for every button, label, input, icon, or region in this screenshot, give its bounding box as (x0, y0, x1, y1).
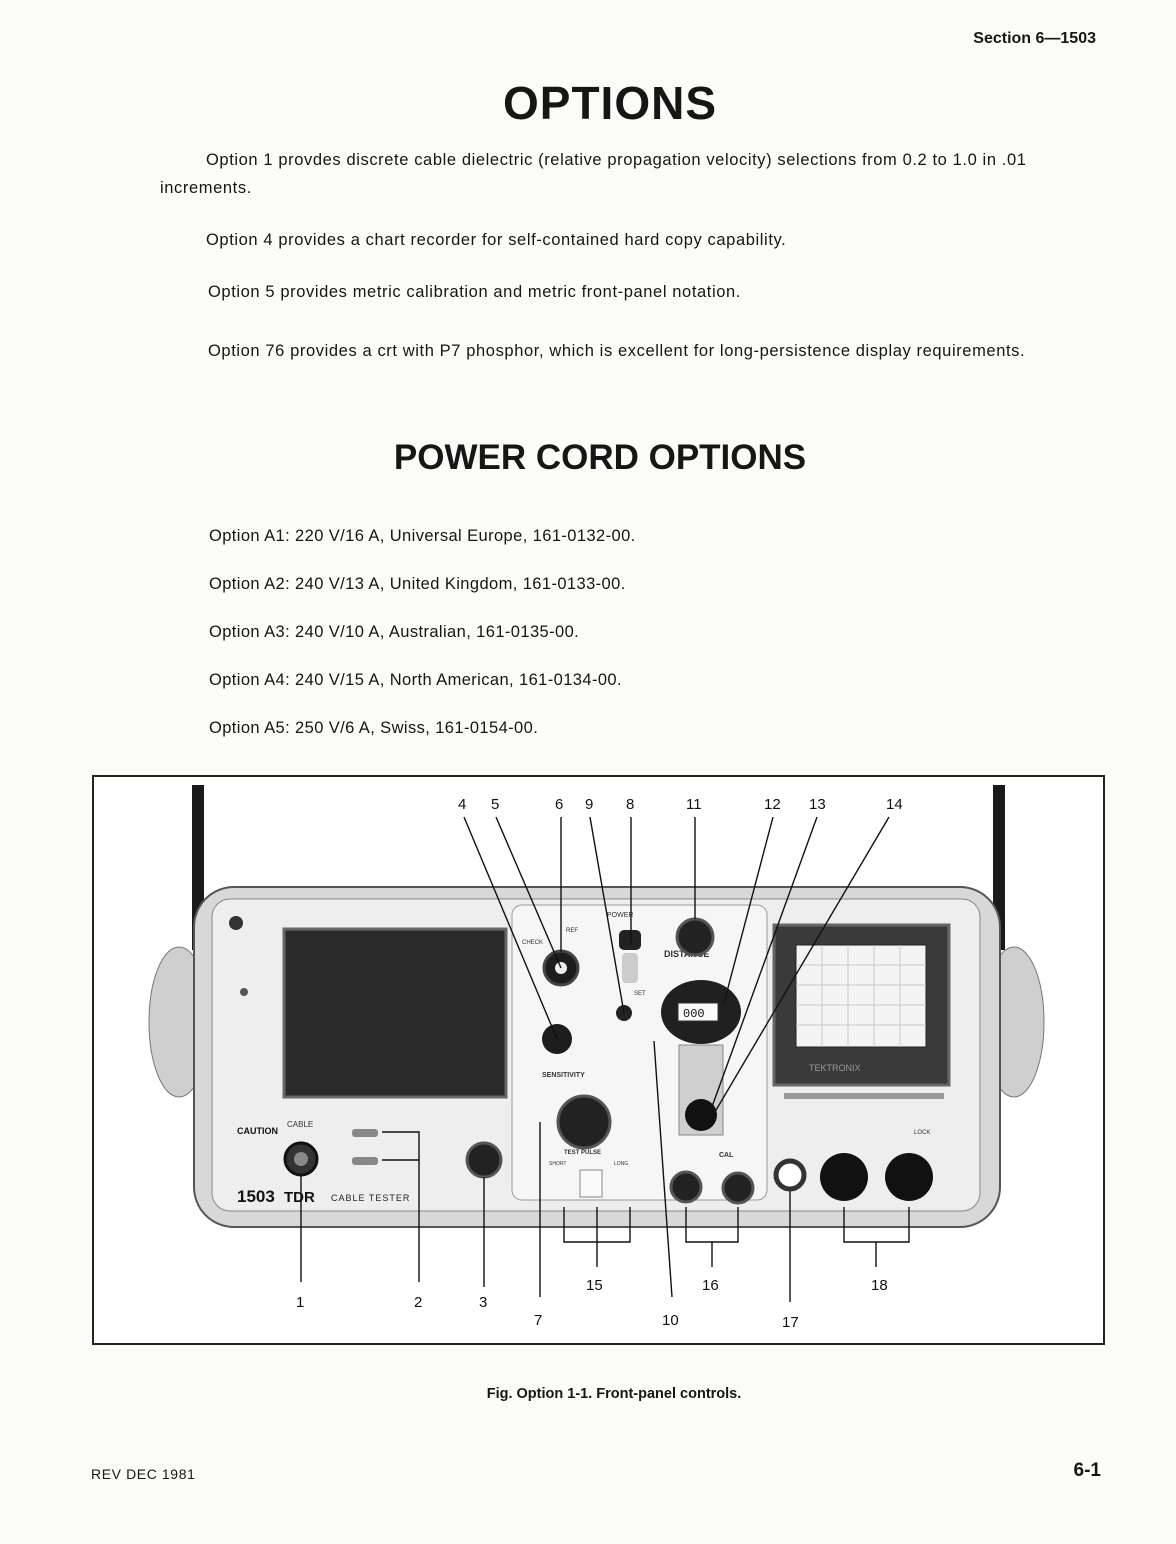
switch-lower (352, 1157, 378, 1165)
left-crt-window (282, 927, 508, 1099)
callout-16: 16 (702, 1277, 719, 1294)
brand-label: TEKTRONIX (809, 1063, 861, 1073)
lock-label: LOCK (914, 1130, 930, 1136)
sensitivity-knob (556, 1094, 612, 1150)
power-label: POWER (607, 912, 633, 919)
page-number: 6-1 (1073, 1460, 1101, 1481)
power-cord-option-a3: Option A3: 240 V/10 A, Australian, 161-0… (209, 623, 580, 641)
test-pulse-label: TEST PULSE (564, 1150, 601, 1156)
knob-16a (669, 1170, 703, 1204)
power-cord-title: POWER CORD OPTIONS (393, 438, 807, 477)
option-5-paragraph: Option 5 provides metric calibration and… (208, 283, 741, 301)
cable-label: CABLE (287, 1120, 313, 1129)
callout-8: 8 (626, 796, 634, 813)
figure-caption: Fig. Option 1-1. Front-panel controls. (486, 1386, 742, 1402)
knob-3 (465, 1141, 503, 1179)
short-label: SHORT (549, 1161, 566, 1167)
callout-15: 15 (586, 1277, 603, 1294)
callout-14: 14 (886, 796, 903, 813)
leader-lines (300, 816, 910, 1302)
power-button (619, 930, 641, 950)
check-label: CHECK (522, 940, 543, 946)
long-label: LONG (614, 1161, 628, 1167)
section-header: Section 6—1503 (973, 30, 1096, 47)
callout-10: 10 (662, 1312, 679, 1329)
power-cord-option-a5: Option A5: 250 V/6 A, Swiss, 161-0154-00… (209, 719, 539, 737)
crt-graticule (796, 945, 926, 1047)
cable-connector-center (294, 1152, 308, 1166)
sensitivity-label: SENSITIVITY (542, 1072, 585, 1079)
revision-date: REV DEC 1981 (91, 1466, 196, 1482)
set-label: SET (634, 991, 646, 997)
front-panel-figure: CAUTION CABLE 1503 TDR CABLE TESTER CHEC… (92, 775, 1105, 1345)
cable-tester-label: CABLE TESTER (331, 1193, 410, 1203)
callout-2: 2 (414, 1294, 422, 1311)
recorder-slot (784, 1093, 944, 1099)
callout-6: 6 (555, 796, 563, 813)
panel-screw-icon (240, 988, 248, 996)
distance-counter (677, 1002, 719, 1022)
right-crt-screen (795, 944, 927, 1048)
front-panel-drawing: CAUTION CABLE 1503 TDR CABLE TESTER CHEC… (148, 785, 1045, 1331)
callout-3: 3 (479, 1294, 487, 1311)
options-title: OPTIONS (502, 77, 718, 129)
tdr-label: TDR (284, 1189, 315, 1206)
callout-4: 4 (458, 796, 466, 813)
knob-18b (885, 1153, 933, 1201)
knob-13 (685, 1099, 717, 1131)
callout-9: 9 (585, 796, 593, 813)
ref-label: REF (566, 928, 578, 934)
knob-18a (820, 1153, 868, 1201)
callout-12: 12 (764, 796, 781, 813)
option-1-paragraph: Option 1 provdes discrete cable dielectr… (160, 151, 1027, 197)
callout-13: 13 (809, 796, 826, 813)
logo-mark-icon (229, 916, 243, 930)
distance-counter-value: 000 (683, 1007, 705, 1021)
cal-label: CAL (719, 1152, 734, 1159)
caution-label: CAUTION (237, 1126, 278, 1136)
callout-7: 7 (534, 1312, 542, 1329)
switch-upper (352, 1129, 378, 1137)
power-cord-option-a4: Option A4: 240 V/15 A, North American, 1… (209, 671, 622, 689)
knob-17 (773, 1158, 807, 1192)
model-number: 1503 (237, 1187, 275, 1206)
callout-18: 18 (871, 1277, 888, 1294)
test-pulse-switch (579, 1169, 603, 1198)
power-switch-track (622, 953, 638, 983)
callout-17: 17 (782, 1314, 799, 1331)
power-cord-option-a1: Option A1: 220 V/16 A, Universal Europe,… (209, 527, 636, 545)
knob-11 (675, 917, 715, 957)
power-cord-option-a2: Option A2: 240 V/13 A, United Kingdom, 1… (209, 575, 626, 593)
callout-1: 1 (296, 1294, 304, 1311)
knob-16b (721, 1171, 755, 1205)
option-4-paragraph: Option 4 provides a chart recorder for s… (206, 231, 787, 249)
option-76-paragraph: Option 76 provides a crt with P7 phospho… (208, 342, 1026, 360)
callout-11: 11 (686, 796, 702, 813)
callout-5: 5 (491, 796, 499, 813)
